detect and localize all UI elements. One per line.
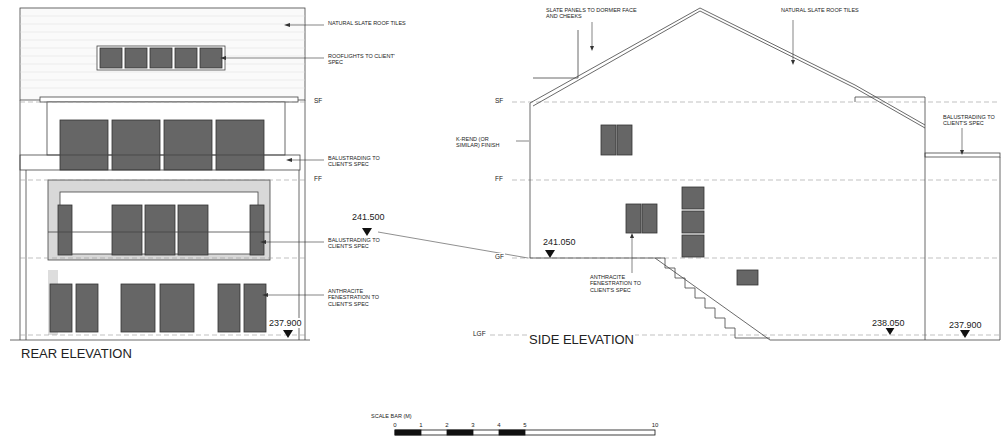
note: BALUSTRADING TO CLIENT'S SPEC (942, 114, 1004, 127)
level-name: GF (494, 253, 505, 260)
note: ANTHRACITE FENESTRATION TO CLIENT'S SPEC (327, 288, 399, 307)
scale-number: 10 (651, 422, 660, 429)
level-markers (283, 228, 970, 338)
level-name: FF (313, 175, 323, 182)
note: NATURAL SLATE ROOF TILES (327, 20, 411, 26)
scale-number: 5 (522, 422, 527, 429)
level-value: 237.900 (268, 318, 303, 328)
level-name: LGF (472, 330, 487, 337)
scale-number: 0 (392, 422, 397, 429)
scale-bar (395, 430, 655, 435)
note: SLATE PANELS TO DORMER FACE AND CHEEKS (545, 7, 643, 20)
note: ROOFLIGHTS TO CLIENT' SPEC (327, 53, 401, 66)
level-value: 237.900 (948, 320, 983, 330)
level-value: 241.050 (542, 237, 577, 247)
level-value: 241.500 (351, 212, 386, 222)
note: NATURAL SLATE ROOF TILES (780, 7, 868, 13)
note: BALUSTRADING TO CLIENT'S SPEC (327, 237, 401, 250)
scale-number: 4 (496, 422, 501, 429)
scale-number: 2 (444, 422, 449, 429)
level-name: FF (494, 175, 504, 182)
note: ANTHRACITE FENESTRATION TO CLIENT'S SPEC (589, 274, 653, 293)
view-title: REAR ELEVATION (20, 347, 133, 362)
note: K-REND (OR SIMILAR) FINISH (455, 136, 515, 149)
note: BALUSTRADING TO CLIENT'S SPEC (327, 155, 401, 168)
view-title: SIDE ELEVATION (528, 333, 635, 348)
level-name: SF (313, 97, 323, 104)
level-lines (20, 102, 1000, 335)
level-value: 238.050 (871, 318, 906, 328)
scale-number: 3 (470, 422, 475, 429)
leader-lines (225, 20, 962, 295)
side-elevation (530, 8, 1000, 340)
scale-number: 1 (418, 422, 423, 429)
arrowheads (220, 23, 964, 297)
scale-title: SCALE BAR (M) (370, 413, 413, 419)
level-name: SF (494, 97, 504, 104)
